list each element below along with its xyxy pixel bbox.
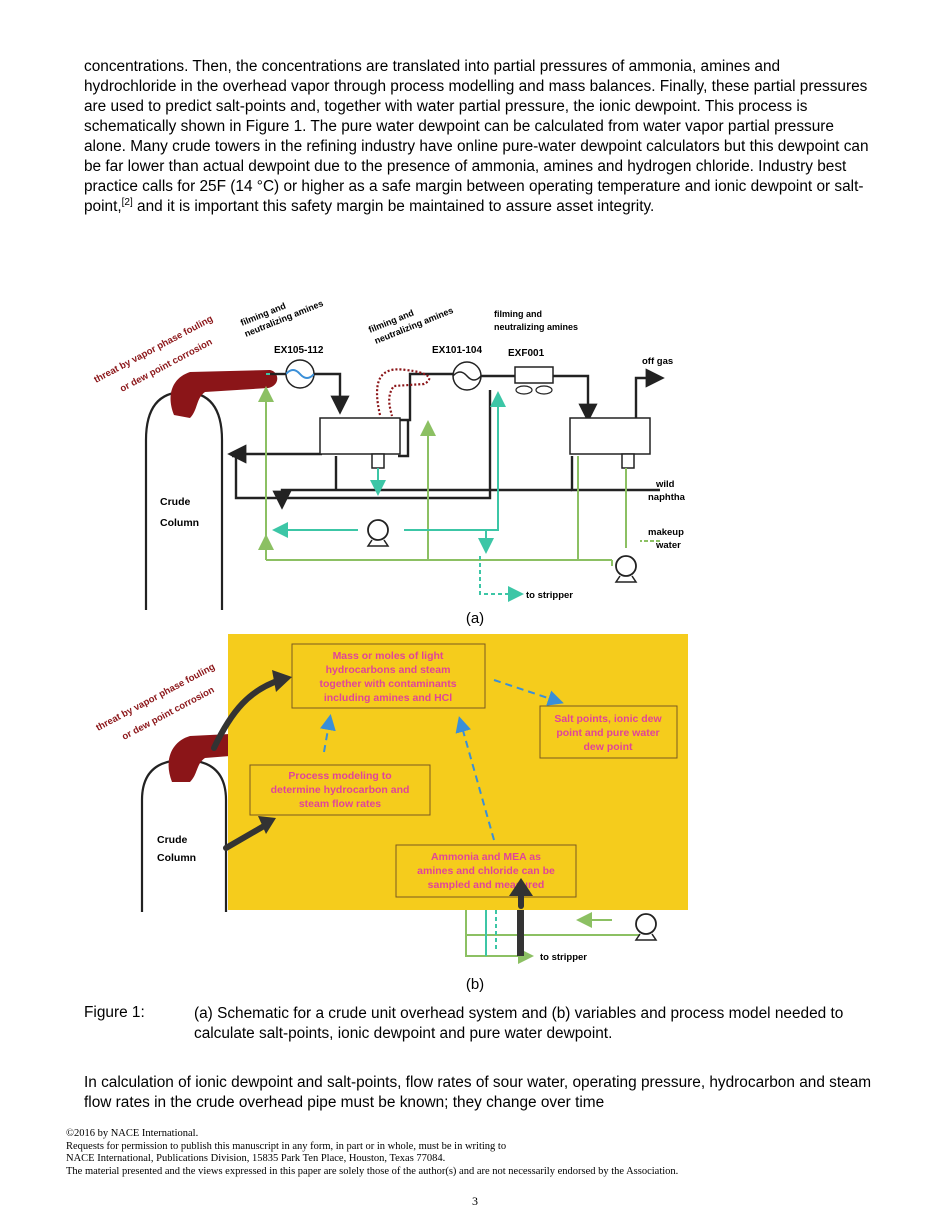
box3-line3: steam flow rates: [299, 798, 381, 810]
filming-label-2b: neutralizing amines: [373, 305, 455, 346]
threat-label-b2: or dew point corrosion: [120, 685, 216, 743]
pump-3-icon: [635, 913, 657, 935]
box1-line2: hydrocarbons and steam: [326, 664, 451, 676]
figure-b: threat by vapor phase fouling or dew poi…: [94, 634, 688, 993]
exchanger-label-2: EX101-104: [432, 345, 482, 356]
threat-label-a2: or dew point corrosion: [118, 337, 214, 395]
crude-column-label-b2: Column: [157, 852, 196, 864]
box2-line3: dew point: [584, 741, 633, 753]
exchanger-label-1: EX105-112: [274, 345, 324, 356]
citation-ref[interactable]: [2]: [121, 196, 133, 208]
dotted-recirc-loop: [375, 368, 431, 417]
box4-line2: amines and chloride can be: [417, 865, 555, 877]
box3-line2: determine hydrocarbon and: [271, 784, 410, 796]
box1-line4: including amines and HCl: [324, 692, 452, 704]
crude-column-b: [140, 758, 228, 912]
wild-naphtha-label-2: naphtha: [648, 492, 686, 503]
filming-label-3a: filming and: [494, 309, 542, 319]
figure-a: threat by vapor phase fouling or dew poi…: [92, 298, 685, 627]
threat-label-a1: threat by vapor phase fouling: [92, 313, 215, 385]
fin-fan-cooler-icon: [514, 366, 554, 384]
box4-line3: sampled and measured: [428, 879, 545, 891]
exchanger-2-icon: [452, 361, 482, 391]
overhead-pipe-a: [170, 370, 278, 418]
pump-1-icon: [367, 519, 389, 541]
figure-caption-tag: Figure 1:: [84, 1004, 145, 1021]
box3-line1: Process modeling to: [288, 770, 391, 782]
filming-label-1b: neutralizing amines: [243, 298, 325, 339]
crude-column-a: [144, 390, 224, 610]
to-stripper-label-b: to stripper: [540, 952, 587, 963]
makeup-water-label-1: makeup: [648, 527, 684, 538]
drum-2: [569, 417, 651, 455]
filming-label-1a: filming and: [239, 301, 287, 328]
drum-1: [319, 417, 401, 455]
threat-label-b1: threat by vapor phase fouling: [94, 661, 217, 733]
box2-line1: Salt points, ionic dew: [554, 713, 662, 725]
pump-2-icon: [615, 555, 637, 577]
exchanger-label-3: EXF001: [508, 348, 545, 359]
page-number: 3: [472, 1194, 478, 1208]
footer-disclaimer: The material presented and the views exp…: [66, 1165, 679, 1177]
body-paragraph-1: concentrations. Then, the concentrations…: [84, 57, 874, 217]
body-paragraph-2: In calculation of ionic dewpoint and sal…: [84, 1074, 872, 1111]
footer-copyright: ©2016 by NACE International.: [66, 1128, 199, 1139]
box2-line2: point and pure water: [556, 727, 659, 739]
box-salt-points: [539, 705, 678, 759]
filming-label-2a: filming and: [367, 308, 415, 335]
box-mass-moles: [291, 643, 486, 709]
box4-line1: Ammonia and MEA as: [431, 851, 541, 863]
footer: ©2016 by NACE International. Requests fo…: [66, 1128, 886, 1178]
process-model-panel: [228, 634, 688, 910]
crude-column-label-a1: Crude: [160, 496, 190, 508]
box-ammonia-mea: [395, 844, 577, 898]
footer-permission: Requests for permission to publish this …: [66, 1140, 507, 1152]
figure-a-label: (a): [466, 610, 484, 627]
wild-naphtha-label-1: wild: [655, 479, 675, 490]
figure-b-label: (b): [466, 976, 484, 993]
filming-label-3b: neutralizing amines: [494, 322, 578, 332]
crude-column-label-a2: Column: [160, 517, 199, 529]
off-gas-label: off gas: [642, 356, 673, 367]
overhead-pipe-b: [168, 734, 230, 782]
box1-line1: Mass or moles of light: [333, 650, 444, 662]
crude-column-label-b1: Crude: [157, 834, 187, 846]
exchanger-1-icon: [285, 359, 315, 389]
box-process-modeling: [249, 764, 431, 816]
footer-address: NACE International, Publications Divisio…: [66, 1153, 446, 1165]
to-stripper-label-a: to stripper: [526, 590, 573, 601]
box1-line3: together with contaminants: [319, 678, 456, 690]
p1-text-a: concentrations. Then, the concentrations…: [84, 58, 869, 215]
p1-text-b: and it is important this safety margin b…: [132, 198, 655, 215]
figure-caption-text: (a) Schematic for a crude unit overhead …: [194, 1005, 844, 1042]
makeup-water-label-2: water: [655, 540, 681, 551]
